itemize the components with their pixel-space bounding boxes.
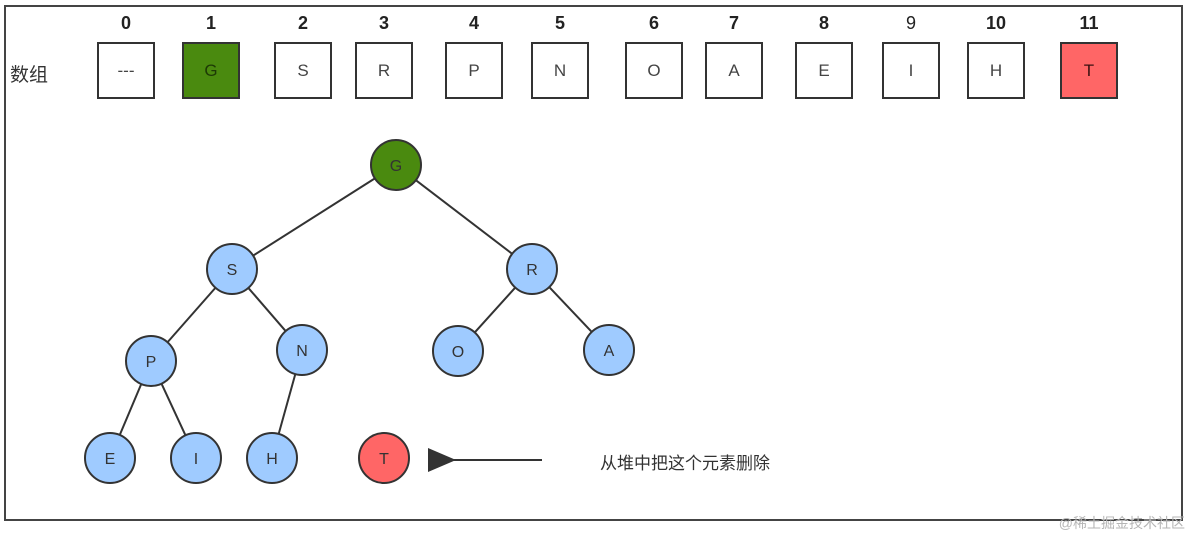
array-cell-10: H bbox=[967, 42, 1025, 99]
array-cell-9: I bbox=[882, 42, 940, 99]
tree-node-O: O bbox=[432, 325, 484, 377]
array-index-3: 3 bbox=[378, 13, 389, 33]
array-index-5: 5 bbox=[554, 13, 565, 33]
tree-node-label: H bbox=[266, 451, 278, 468]
array-cell-4: P bbox=[445, 42, 503, 99]
tree-node-label: N bbox=[296, 343, 308, 360]
tree-node-label: S bbox=[227, 262, 238, 279]
tree-node-E: E bbox=[84, 432, 136, 484]
tree-node-H: H bbox=[246, 432, 298, 484]
edge-N-H bbox=[277, 373, 297, 435]
tree-node-label: G bbox=[390, 158, 402, 175]
edge-P-I bbox=[160, 383, 187, 436]
array-index-1: 1 bbox=[205, 13, 216, 33]
array-cell-3: R bbox=[355, 42, 413, 99]
edge-S-P bbox=[166, 287, 217, 343]
array-cell-11: T bbox=[1060, 42, 1118, 99]
array-index-11: 11 bbox=[1079, 13, 1099, 33]
tree-node-label: T bbox=[379, 451, 389, 468]
array-label: 数组 bbox=[10, 65, 49, 86]
tree-node-T: T bbox=[358, 432, 410, 484]
edge-R-O bbox=[474, 286, 516, 334]
array-index-4: 4 bbox=[468, 13, 479, 33]
edge-R-A bbox=[548, 286, 593, 333]
edge-P-E bbox=[118, 383, 143, 436]
array-index-0: 0 bbox=[120, 13, 131, 33]
tree-node-R: R bbox=[506, 243, 558, 295]
tree-node-label: O bbox=[452, 344, 464, 361]
array-index-9: 9 bbox=[905, 13, 916, 33]
tree-node-label: A bbox=[604, 343, 615, 360]
tree-node-label: E bbox=[105, 451, 116, 468]
tree-node-G: G bbox=[370, 139, 422, 191]
tree-node-label: R bbox=[526, 262, 538, 279]
tree-node-I: I bbox=[170, 432, 222, 484]
array-cell-1: G bbox=[182, 42, 240, 99]
edge-S-N bbox=[247, 287, 287, 332]
tree-node-label: P bbox=[146, 354, 157, 371]
diagram-frame bbox=[4, 5, 1183, 521]
tree-node-P: P bbox=[125, 335, 177, 387]
array-index-2: 2 bbox=[297, 13, 308, 33]
tree-node-A: A bbox=[583, 324, 635, 376]
tree-node-S: S bbox=[206, 243, 258, 295]
array-cell-7: A bbox=[705, 42, 763, 99]
array-cell-0: --- bbox=[97, 42, 155, 99]
tree-node-N: N bbox=[276, 324, 328, 376]
array-index-7: 7 bbox=[728, 13, 739, 33]
edge-G-R bbox=[415, 179, 513, 255]
edge-G-S bbox=[252, 177, 376, 257]
tree-node-label: I bbox=[194, 451, 198, 468]
delete-caption: 从堆中把这个元素删除 bbox=[600, 454, 770, 473]
array-cell-5: N bbox=[531, 42, 589, 99]
array-index-10: 10 bbox=[985, 13, 1007, 33]
array-index-8: 8 bbox=[818, 13, 829, 33]
array-cell-6: O bbox=[625, 42, 683, 99]
array-cell-2: S bbox=[274, 42, 332, 99]
array-index-6: 6 bbox=[648, 13, 659, 33]
watermark: @稀土掘金技术社区 bbox=[1058, 515, 1185, 531]
array-cell-8: E bbox=[795, 42, 853, 99]
